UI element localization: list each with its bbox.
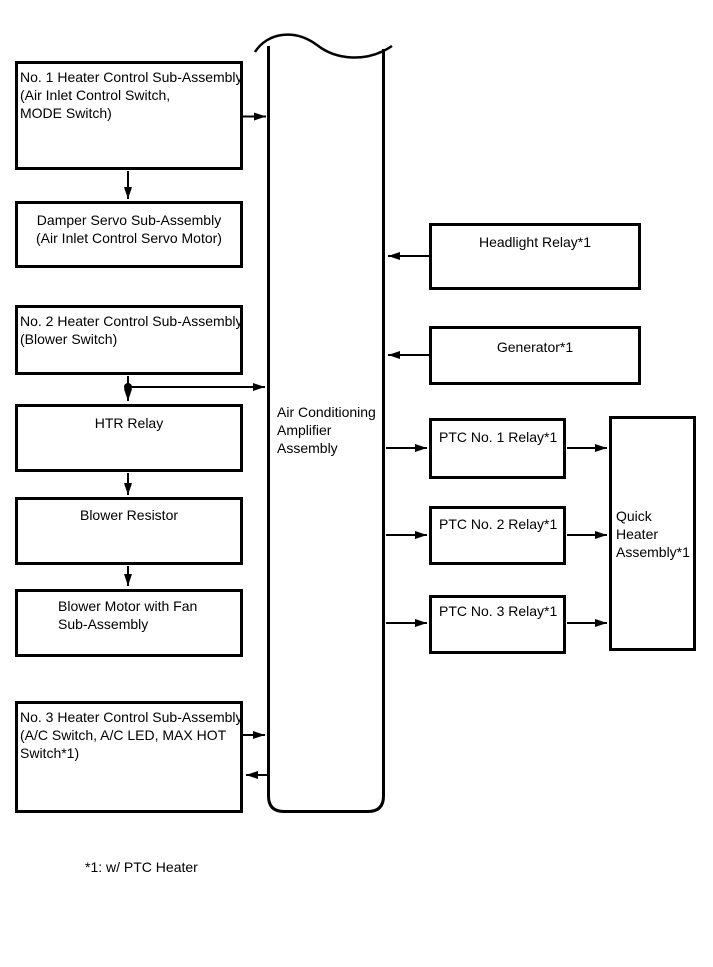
- box-label-line: Assembly: [277, 440, 338, 456]
- footnote: *1: w/ PTC Heater: [85, 859, 198, 875]
- box-label-line: Quick: [616, 507, 652, 524]
- box-no1-heater-control: No. 1 Heater Control Sub-Assembly (Air I…: [15, 61, 243, 170]
- box-label-line: Damper Servo Sub-Assembly: [36, 212, 222, 228]
- box-label-line: PTC No. 1 Relay*1: [439, 429, 558, 445]
- connectors: [124, 112, 607, 779]
- box-label-line: Generator*1: [496, 339, 574, 355]
- box-ptc3-relay: PTC No. 3 Relay*1: [429, 595, 566, 654]
- box-label-line: Assembly*1: [616, 543, 690, 560]
- box-label-line: Blower Motor with Fan: [58, 598, 198, 614]
- box-label-line: (Air Inlet Control Switch,: [20, 87, 171, 103]
- box-label-line: Air Conditioning: [277, 404, 376, 420]
- box-label-line: No. 2 Heater Control Sub-Assembly: [20, 313, 243, 329]
- box-label-line: PTC No. 3 Relay*1: [439, 603, 558, 619]
- box-label-line: (Air Inlet Control Servo Motor): [36, 230, 222, 246]
- box-damper-servo: Damper Servo Sub-Assembly (Air Inlet Con…: [15, 201, 243, 268]
- box-label-line: No. 1 Heater Control Sub-Assembly: [20, 69, 243, 85]
- box-label-line: (Blower Switch): [20, 331, 118, 347]
- box-label-line: Blower Resistor: [79, 507, 179, 523]
- box-ptc1-relay: PTC No. 1 Relay*1: [429, 418, 566, 479]
- box-label-line: Switch*1): [20, 745, 80, 761]
- box-no2-heater-control: No. 2 Heater Control Sub-Assembly (Blowe…: [15, 305, 243, 375]
- box-quick-heater-assembly: Quick Heater Assembly*1: [609, 416, 696, 651]
- box-no3-heater-control: No. 3 Heater Control Sub-Assembly (A/C S…: [15, 701, 243, 813]
- junction-dot: [124, 383, 132, 391]
- amplifier-box-wavy-top: [253, 33, 393, 59]
- box-label-line: Heater: [616, 525, 659, 542]
- box-label-line: No. 3 Heater Control Sub-Assembly: [20, 709, 243, 725]
- box-generator: Generator*1: [429, 326, 641, 385]
- box-label-line: Headlight Relay*1: [478, 234, 592, 250]
- box-blower-resistor: Blower Resistor: [15, 497, 243, 565]
- box-htr-relay: HTR Relay: [15, 404, 243, 472]
- box-label-line: PTC No. 2 Relay*1: [439, 516, 558, 532]
- box-blower-motor: Blower Motor with Fan Sub-Assembly: [15, 589, 243, 657]
- box-label-line: (A/C Switch, A/C LED, MAX HOT: [20, 727, 227, 743]
- amplifier-box-outline: [267, 46, 385, 813]
- box-label-line: Amplifier: [277, 422, 332, 438]
- box-label-line: MODE Switch): [20, 105, 112, 121]
- box-headlight-relay: Headlight Relay*1: [429, 223, 641, 290]
- box-label-line: HTR Relay: [94, 415, 164, 431]
- box-ptc2-relay: PTC No. 2 Relay*1: [429, 506, 566, 565]
- box-label-line: Sub-Assembly: [58, 616, 149, 632]
- amplifier-label: Air Conditioning Amplifier Assembly: [277, 403, 376, 457]
